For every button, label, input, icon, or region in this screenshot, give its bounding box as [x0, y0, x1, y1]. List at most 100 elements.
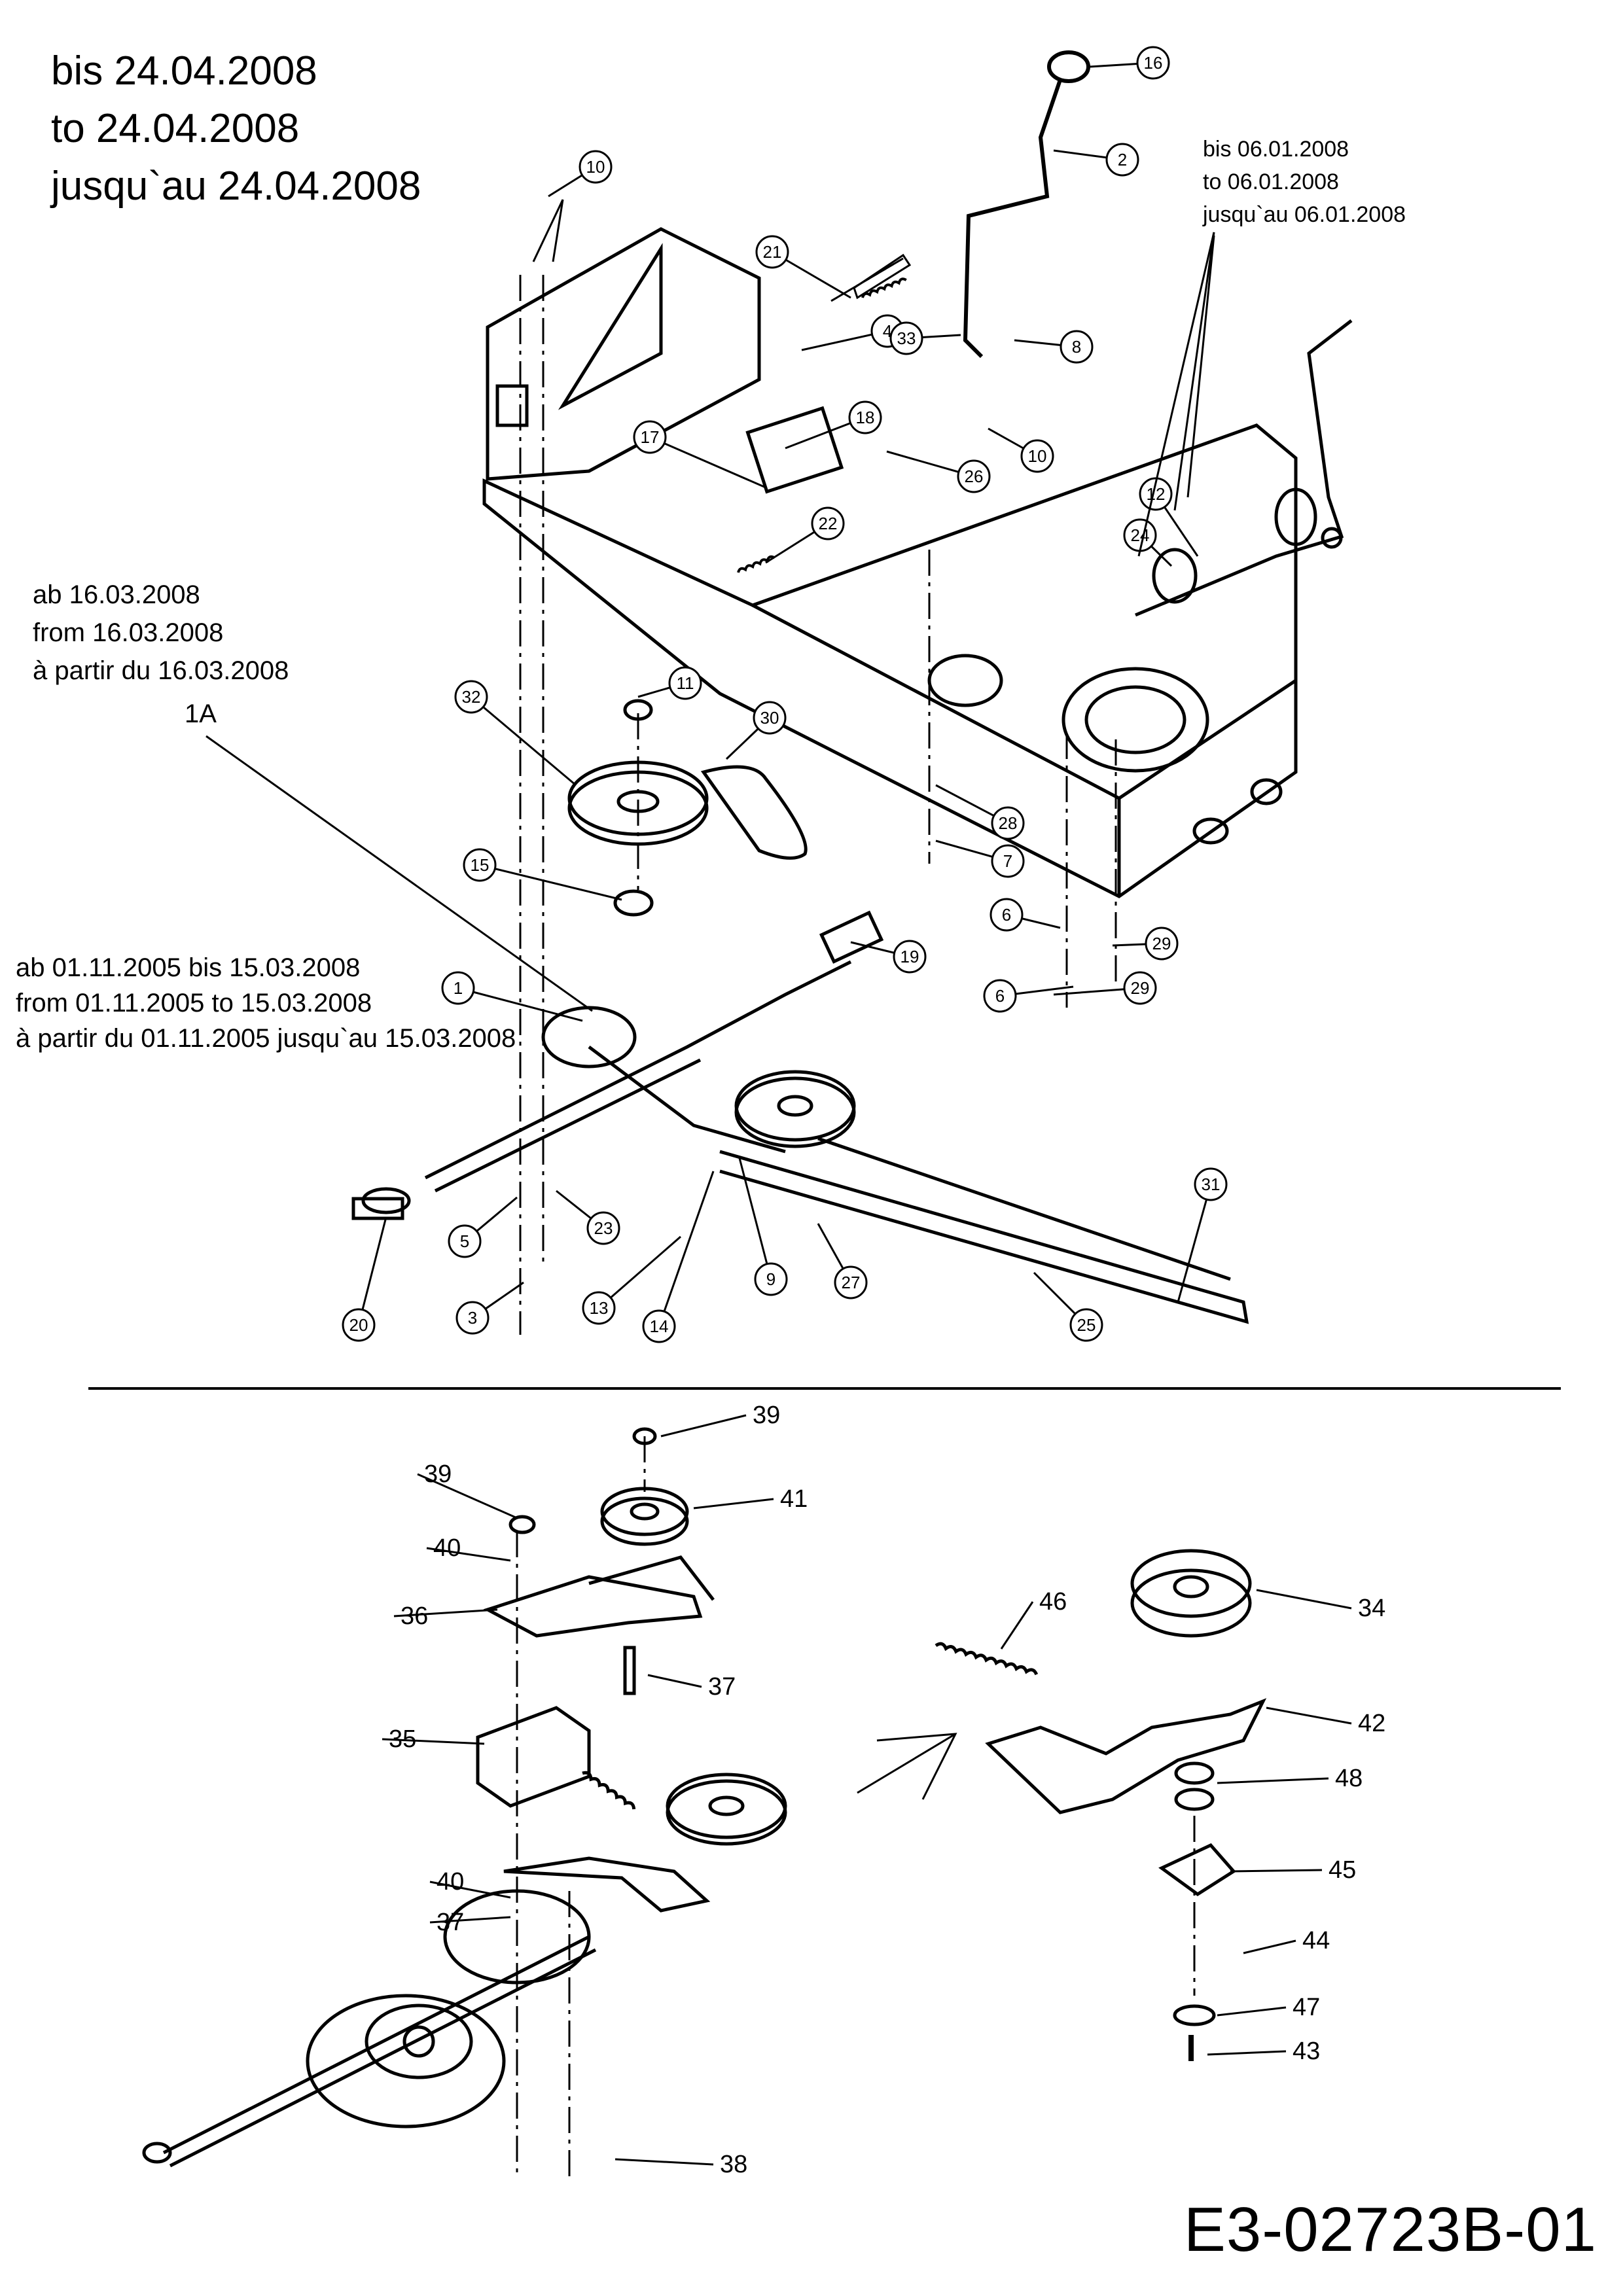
callout-bubble — [579, 150, 613, 184]
callout-leader — [471, 696, 577, 786]
part-leader — [1000, 1601, 1034, 1650]
callout-bubble — [668, 666, 702, 700]
callout-bubble — [1145, 927, 1179, 961]
callout-number: 17 — [641, 427, 660, 447]
callout-leader — [738, 1157, 772, 1280]
callout-number: 19 — [901, 947, 919, 966]
callout-bubble — [990, 898, 1024, 932]
callout-number: 33 — [897, 328, 916, 348]
callout-number: 10 — [586, 157, 605, 177]
callout-number: 6 — [1002, 905, 1011, 925]
callout-bubble — [983, 979, 1017, 1013]
callout-number: 4 — [883, 321, 892, 341]
callout-leader — [598, 1235, 681, 1309]
diagram-code: E3-02723B-01 — [1183, 2195, 1597, 2265]
part-leader — [660, 1414, 747, 1438]
note-left-a-l3: à partir du 16.03.2008 — [33, 656, 289, 685]
callout-bubble — [1194, 1167, 1228, 1201]
note-left-a-l1: ab 16.03.2008 — [33, 580, 200, 609]
callout-number: 9 — [766, 1269, 776, 1289]
callout-bubble — [848, 400, 882, 434]
callout-bubble — [991, 844, 1025, 878]
callout-number: 23 — [594, 1218, 613, 1238]
callout-bubble — [1105, 143, 1139, 177]
callout-bubble — [957, 459, 991, 493]
callout-bubble — [889, 321, 923, 355]
part-leader — [1243, 1939, 1296, 1954]
part-number: 48 — [1335, 1765, 1363, 1792]
callout-number: 24 — [1131, 525, 1150, 545]
callout-bubble — [893, 940, 927, 974]
callout-number: 6 — [995, 986, 1005, 1006]
callout-number: 26 — [965, 467, 984, 486]
callout-number: 5 — [460, 1231, 469, 1251]
callout-bubble — [1069, 1308, 1103, 1342]
callout-bubble — [642, 1309, 676, 1343]
callout-number: 7 — [1003, 851, 1012, 871]
part-number: 41 — [780, 1485, 808, 1513]
callout-bubble — [991, 806, 1025, 840]
callout-number: 10 — [1028, 446, 1047, 466]
callout-bubble — [1136, 46, 1170, 80]
callout-bubble — [582, 1291, 616, 1325]
callout-number: 28 — [999, 813, 1018, 833]
header-note-to: to 24.04.2008 — [51, 106, 300, 151]
callout-number: 22 — [819, 514, 838, 533]
bottom-right-assembly-drawing — [857, 1549, 1267, 2061]
callout-bubble — [342, 1308, 376, 1342]
callout-leader — [649, 436, 766, 489]
part-number: 40 — [437, 1868, 464, 1896]
part-number: 42 — [1358, 1710, 1385, 1737]
part-number: 39 — [424, 1460, 452, 1488]
callout-number: 16 — [1144, 53, 1163, 73]
part-leader — [426, 1547, 511, 1562]
part-leader — [1217, 1777, 1329, 1784]
callout-bubble — [753, 701, 787, 735]
part-number: 34 — [1358, 1595, 1385, 1622]
part-leader — [393, 1608, 498, 1617]
centerlines — [516, 275, 1196, 2179]
callout-number: 27 — [842, 1273, 861, 1292]
callout-bubble — [1020, 439, 1054, 473]
part-leader — [1256, 1589, 1352, 1610]
part-number: 38 — [720, 2151, 747, 2178]
springs-drawing — [737, 277, 907, 573]
callout-leader — [479, 864, 622, 901]
callout-number: 1 — [454, 978, 463, 998]
callout-bubble — [441, 971, 475, 1005]
callout-number: 31 — [1202, 1174, 1221, 1194]
part-number: 47 — [1293, 1994, 1320, 2021]
callout-bubble — [754, 1262, 788, 1296]
part-number: 39 — [753, 1402, 780, 1429]
bottom-left-assembly-drawing — [142, 1427, 787, 2168]
frame-drawing — [482, 227, 1298, 898]
part-number: 35 — [389, 1725, 416, 1753]
callout-leader — [457, 987, 583, 1022]
callout-bubble — [1060, 330, 1094, 364]
note-left-b-l3: à partir du 01.11.2005 jusqu`au 15.03.20… — [16, 1024, 516, 1053]
callout-number: 30 — [760, 708, 779, 728]
callout-number: 15 — [471, 855, 490, 875]
transmission-top-drawing — [351, 910, 1249, 1324]
callout-number: 14 — [650, 1316, 669, 1336]
part-leader — [382, 1738, 485, 1745]
callout-leader — [658, 1171, 715, 1327]
part-leader — [1217, 2006, 1287, 2017]
callout-number: 32 — [462, 687, 481, 707]
header-note-bis: bis 24.04.2008 — [51, 48, 317, 94]
callout-number: 12 — [1147, 484, 1166, 504]
callout-number: 18 — [856, 408, 875, 427]
callout-bubble — [834, 1265, 868, 1299]
note-leader-lines — [205, 199, 1215, 1012]
callout-number: 8 — [1072, 337, 1081, 357]
part-number: 40 — [433, 1534, 461, 1562]
part-leader — [1230, 1869, 1323, 1873]
callout-number: 29 — [1152, 934, 1171, 953]
callout-bubble — [455, 1301, 490, 1335]
part-number: 45 — [1329, 1856, 1356, 1884]
callout-number: 11 — [677, 673, 694, 693]
part-leader — [615, 2158, 714, 2166]
note-left-b-l2: from 01.11.2005 to 15.03.2008 — [16, 989, 372, 1017]
